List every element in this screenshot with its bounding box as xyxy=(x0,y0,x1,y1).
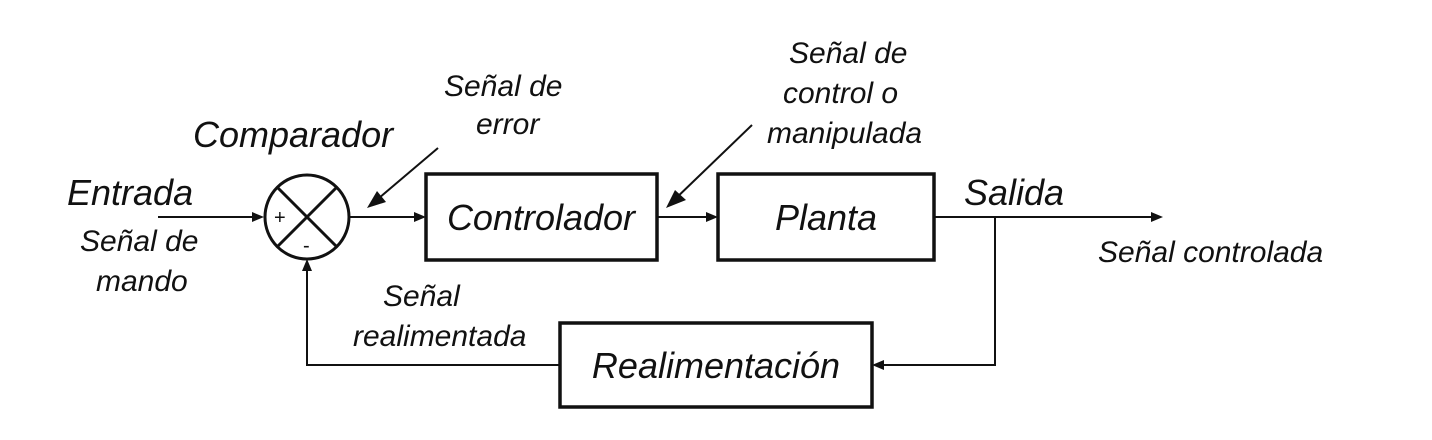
salida-label: Salida xyxy=(964,172,1064,213)
control-pointer-arrowhead xyxy=(666,190,686,208)
senal-realimentada-line1: Señal xyxy=(383,280,461,313)
comparador-label: Comparador xyxy=(193,114,395,155)
comparator-minus-sign: - xyxy=(303,235,310,257)
control-pointer-line xyxy=(670,124,753,204)
output-arrowhead xyxy=(1151,212,1163,222)
control-arrowhead xyxy=(706,212,718,222)
senal-control-line3: manipulada xyxy=(767,117,922,150)
comparator-summing-junction: + - xyxy=(263,173,351,261)
senal-controlada-label: Señal controlada xyxy=(1098,236,1323,269)
senal-mando-line1: Señal de xyxy=(80,225,198,258)
feedback-pickoff-line xyxy=(880,217,996,366)
feedback-in-arrowhead xyxy=(872,360,884,370)
feedback-return-arrowhead xyxy=(302,259,312,271)
senal-realimentada-line2: realimentada xyxy=(353,320,526,353)
error-pointer-arrowhead xyxy=(367,191,386,208)
controlador-block: Controlador xyxy=(424,172,659,262)
input-arrowhead xyxy=(252,212,264,222)
planta-label: Planta xyxy=(775,197,877,238)
planta-block: Planta xyxy=(716,172,936,262)
feedback-return-line xyxy=(306,267,560,366)
error-pointer-line xyxy=(371,147,439,205)
controlador-label: Controlador xyxy=(447,197,637,238)
entrada-label: Entrada xyxy=(67,172,193,213)
senal-mando-line2: mando xyxy=(96,265,188,298)
senal-error-line1: Señal de xyxy=(444,70,562,103)
realimentacion-block: Realimentación xyxy=(558,321,874,409)
senal-error-line2: error xyxy=(476,108,540,141)
senal-control-line1: Señal de xyxy=(789,37,907,70)
realimentacion-label: Realimentación xyxy=(592,345,840,386)
senal-control-line2: control o xyxy=(783,77,898,110)
error-arrowhead xyxy=(414,212,426,222)
comparator-plus-sign: + xyxy=(274,207,286,229)
